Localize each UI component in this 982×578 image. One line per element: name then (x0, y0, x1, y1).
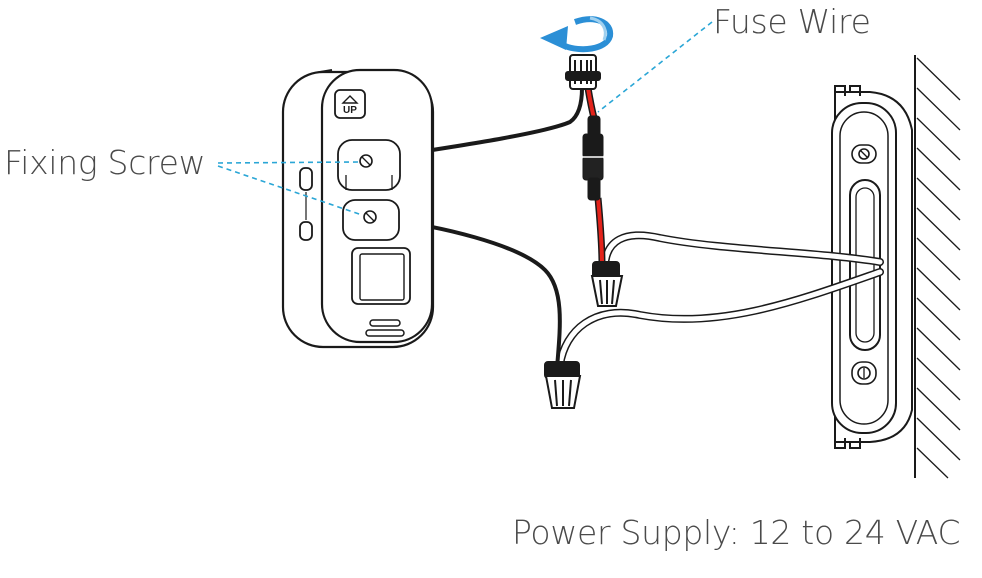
wall-hatching (916, 57, 961, 479)
up-tab (334, 89, 366, 119)
wall (914, 55, 961, 479)
leader-lines (217, 21, 713, 216)
power-supply-label: Power Supply: 12 to 24 VAC (512, 513, 961, 552)
fixing-screw-label: Fixing Screw (4, 143, 206, 182)
fuse-holder (581, 115, 605, 201)
fixing-screw-bottom (363, 210, 377, 224)
leader-fuse (597, 21, 713, 113)
rotate-arrow-icon (540, 16, 614, 53)
up-button-text: UP (343, 105, 357, 116)
mounting-bracket (831, 85, 913, 449)
wall-wires (556, 231, 884, 369)
fixing-screw-top (359, 154, 373, 168)
fuse-wire-assembly (581, 87, 606, 266)
wire-nut-lower (544, 361, 582, 409)
leader-screw-bottom (217, 165, 363, 216)
wire-nut-upper (590, 261, 624, 307)
top-connector (565, 54, 601, 90)
doorbell-device (281, 68, 435, 349)
fuse-wire-label: Fuse Wire (713, 2, 871, 41)
